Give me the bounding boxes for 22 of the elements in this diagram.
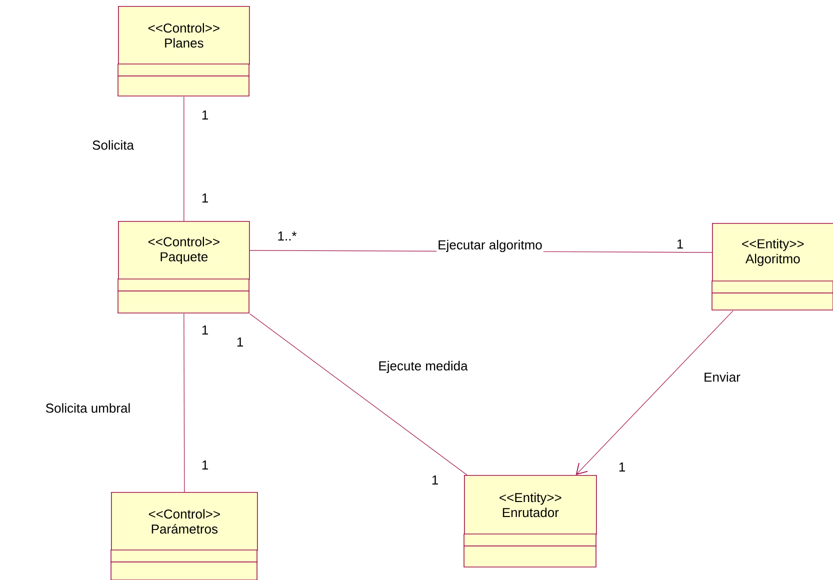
class-box: <<Control>> Paquete (118, 221, 250, 314)
edge-label: Solicita umbral (44, 402, 132, 414)
association-line (576, 310, 734, 475)
edge-label: Ejecute medida (377, 360, 469, 374)
class-box: <<Control>> Parámetros (110, 492, 258, 580)
multiplicity: 1 (202, 110, 208, 120)
edge-label: Enviar (702, 371, 742, 383)
edge-label: Ejecutar algoritmo (436, 238, 544, 254)
multiplicity: 1..* (278, 232, 297, 240)
multiplicity: 1 (432, 476, 438, 484)
class-box: <<Control>> Planes (118, 6, 250, 96)
multiplicity: 1 (202, 326, 208, 334)
association-line (184, 314, 185, 492)
multiplicity: 1 (202, 460, 208, 470)
multiplicity: 1 (677, 240, 683, 248)
association-line (250, 314, 468, 476)
class-box: <<Entity>> Algoritmo (712, 223, 833, 310)
multiplicity: 1 (237, 338, 243, 346)
multiplicity: 1 (202, 194, 208, 202)
edge-label: Solicita (91, 139, 135, 151)
multiplicity: 1 (619, 462, 625, 472)
class-box: <<Entity>> Enrutador (464, 475, 597, 568)
